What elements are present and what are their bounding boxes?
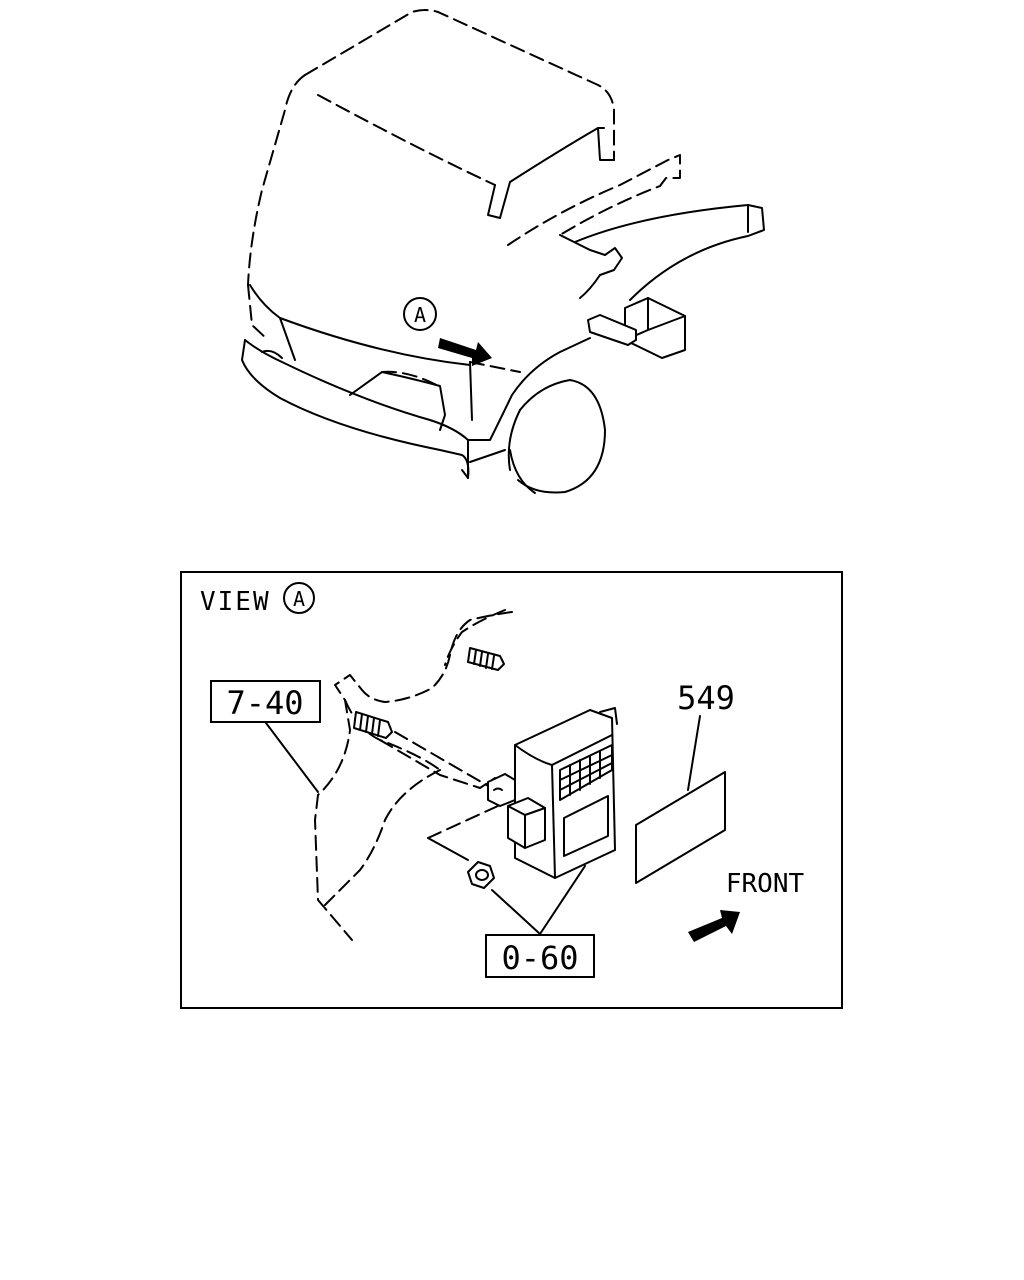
view-direction-arrow-icon (438, 338, 492, 366)
stud-bolt-lower (353, 711, 393, 739)
front-label: FRONT (726, 869, 805, 899)
view-marker: A (293, 587, 305, 611)
hex-nut (467, 861, 495, 889)
overview-view-marker: A (414, 303, 426, 327)
control-unit (487, 707, 618, 879)
part-number-549: 549 (677, 679, 735, 717)
truck-overview: A (241, 9, 765, 494)
front-arrow-icon (688, 910, 740, 942)
callout-0-60: 0-60 (501, 939, 578, 977)
body-panel (314, 609, 513, 941)
stud-bolt-upper (467, 647, 505, 671)
label-plate-549 (635, 771, 726, 884)
view-a-frame (180, 571, 843, 1009)
view-label: VIEW (200, 587, 271, 617)
callout-7-40: 7-40 (226, 684, 303, 722)
